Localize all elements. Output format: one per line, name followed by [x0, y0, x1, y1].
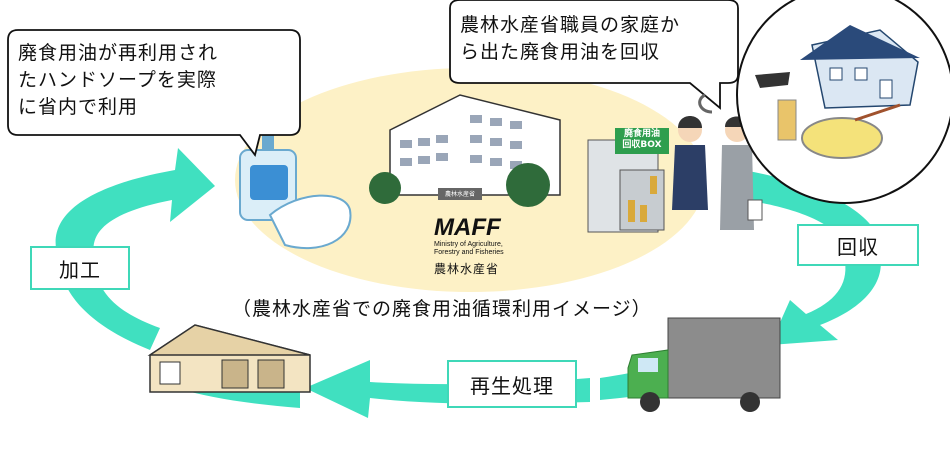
collection-box-label: 廃食用油 回収BOX: [622, 129, 662, 150]
collection-box-scene: [587, 116, 763, 233]
bubble-left-text: 廃食用油が再利用され たハンドソープを実際 に省内で利用: [18, 42, 219, 118]
step-saisei: 再生処理: [447, 360, 577, 408]
step-kaishu: 回収: [797, 224, 919, 266]
truck-illustration: [627, 317, 781, 412]
home-circle: [736, 0, 950, 204]
bubble-right-text: 農林水産省職員の家庭か ら出た廃食用油を回収: [460, 14, 681, 63]
speech-bubble-left: [7, 29, 301, 158]
speech-bubble-right: [449, 0, 739, 110]
step-kakou: 加工: [30, 246, 130, 290]
factory-illustration: [147, 324, 311, 393]
maff-logo: MAFF: [434, 214, 501, 241]
building-sign: 農林水産省: [444, 191, 475, 198]
maff-logo-japanese: 農林水産省: [434, 262, 500, 276]
ministry-building: [369, 94, 561, 207]
hand-soap-illustration: [239, 120, 352, 250]
curved-arrow-icon: [698, 93, 713, 114]
maff-logo-subtitle: Ministry of Agriculture, Forestry and Fi…: [434, 241, 504, 256]
diagram-caption: （農林水産省での廃食用油循環利用イメージ）: [232, 298, 652, 320]
